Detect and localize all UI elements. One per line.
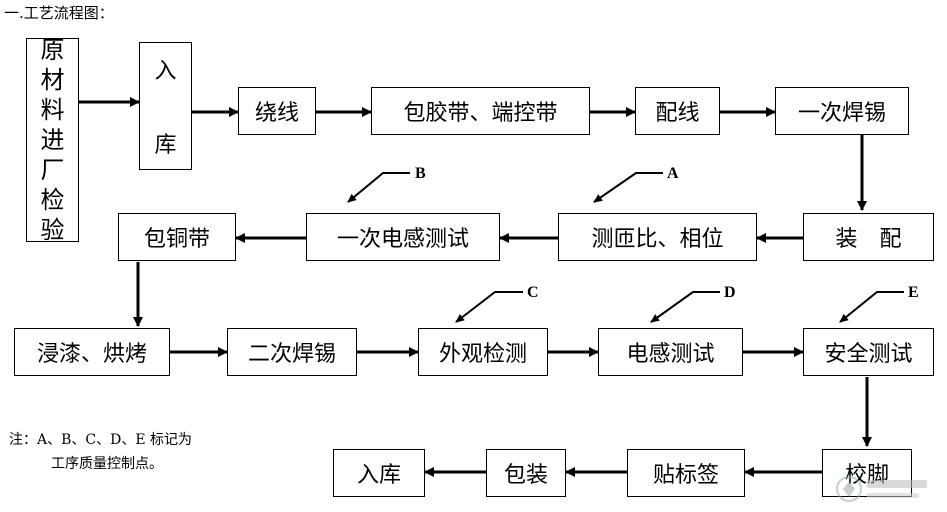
box-winding: 绕线 (238, 87, 316, 135)
box-first-inductance-test: 一次电感测试 (306, 213, 500, 261)
note-line-2: 工序质量控制点。 (51, 456, 163, 472)
box-inductance-test: 电感测试 (598, 328, 743, 376)
box-assembly: 装 配 (803, 213, 934, 261)
box-wiring: 配线 (635, 87, 720, 135)
pointer-a (593, 172, 663, 203)
box-safety-test: 安全测试 (803, 328, 934, 376)
box-second-soldering: 二次焊锡 (227, 328, 357, 376)
box-copper-tape: 包铜带 (118, 213, 236, 261)
box-visual-inspection: 外观检测 (418, 328, 548, 376)
box-varnish-bake: 浸漆、烘烤 (14, 328, 170, 376)
pointer-d (650, 291, 720, 323)
pointer-b (347, 172, 410, 203)
checkpoint-c-label: C (527, 284, 539, 301)
box-pin-correction: 校脚 (822, 449, 912, 497)
box-warehouse-in-2: 入库 (333, 449, 425, 497)
checkpoint-b-label: B (415, 165, 426, 182)
checkpoint-e-label: E (908, 284, 919, 301)
box-packaging: 包装 (486, 449, 566, 497)
box-raw-material-inspection: 原材料进厂检验 (26, 36, 79, 244)
pointer-c (455, 291, 523, 323)
box-first-soldering: 一次焊锡 (775, 87, 909, 135)
checkpoint-a-label: A (667, 165, 679, 182)
watermark-logo (836, 476, 927, 502)
box-turns-ratio-phase: 测匝比、相位 (558, 213, 757, 261)
pointer-e (839, 291, 904, 323)
box-warehouse-in-1: 入库 (139, 42, 192, 170)
box-wrap-tape: 包胶带、端控带 (371, 87, 590, 135)
checkpoint-d-label: D (724, 284, 736, 301)
note-line-1: 注：A、B、C、D、E 标记为 (9, 432, 193, 448)
box-labeling: 贴标签 (627, 449, 745, 497)
diagram-title: 一.工艺流程图： (4, 4, 114, 22)
